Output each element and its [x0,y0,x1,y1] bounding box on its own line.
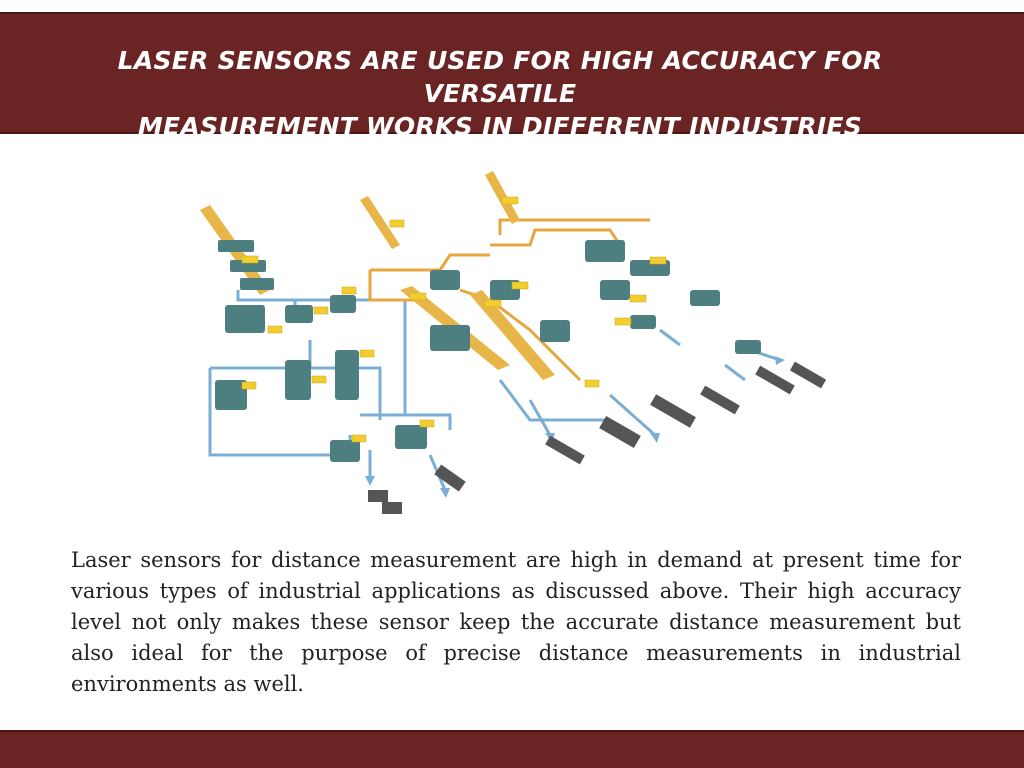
title-line-1: LASER SENSORS ARE USED FOR HIGH ACCURACY… [117,46,883,108]
machines [215,240,761,462]
output-products [368,361,827,514]
blue-flow-lines [208,290,781,491]
title-banner: LASER SENSORS ARE USED FOR HIGH ACCURACY… [0,12,1024,141]
footer-banner [0,730,1024,768]
body-paragraph: Laser sensors for distance measurement a… [71,548,961,696]
title-line-2: MEASUREMENT WORKS IN DIFFERENT INDUSTRIE… [137,112,863,141]
industrial-process-diagram [200,171,827,514]
slide-title: LASER SENSORS ARE USED FOR HIGH ACCURACY… [40,44,960,143]
number-tags [241,196,667,443]
